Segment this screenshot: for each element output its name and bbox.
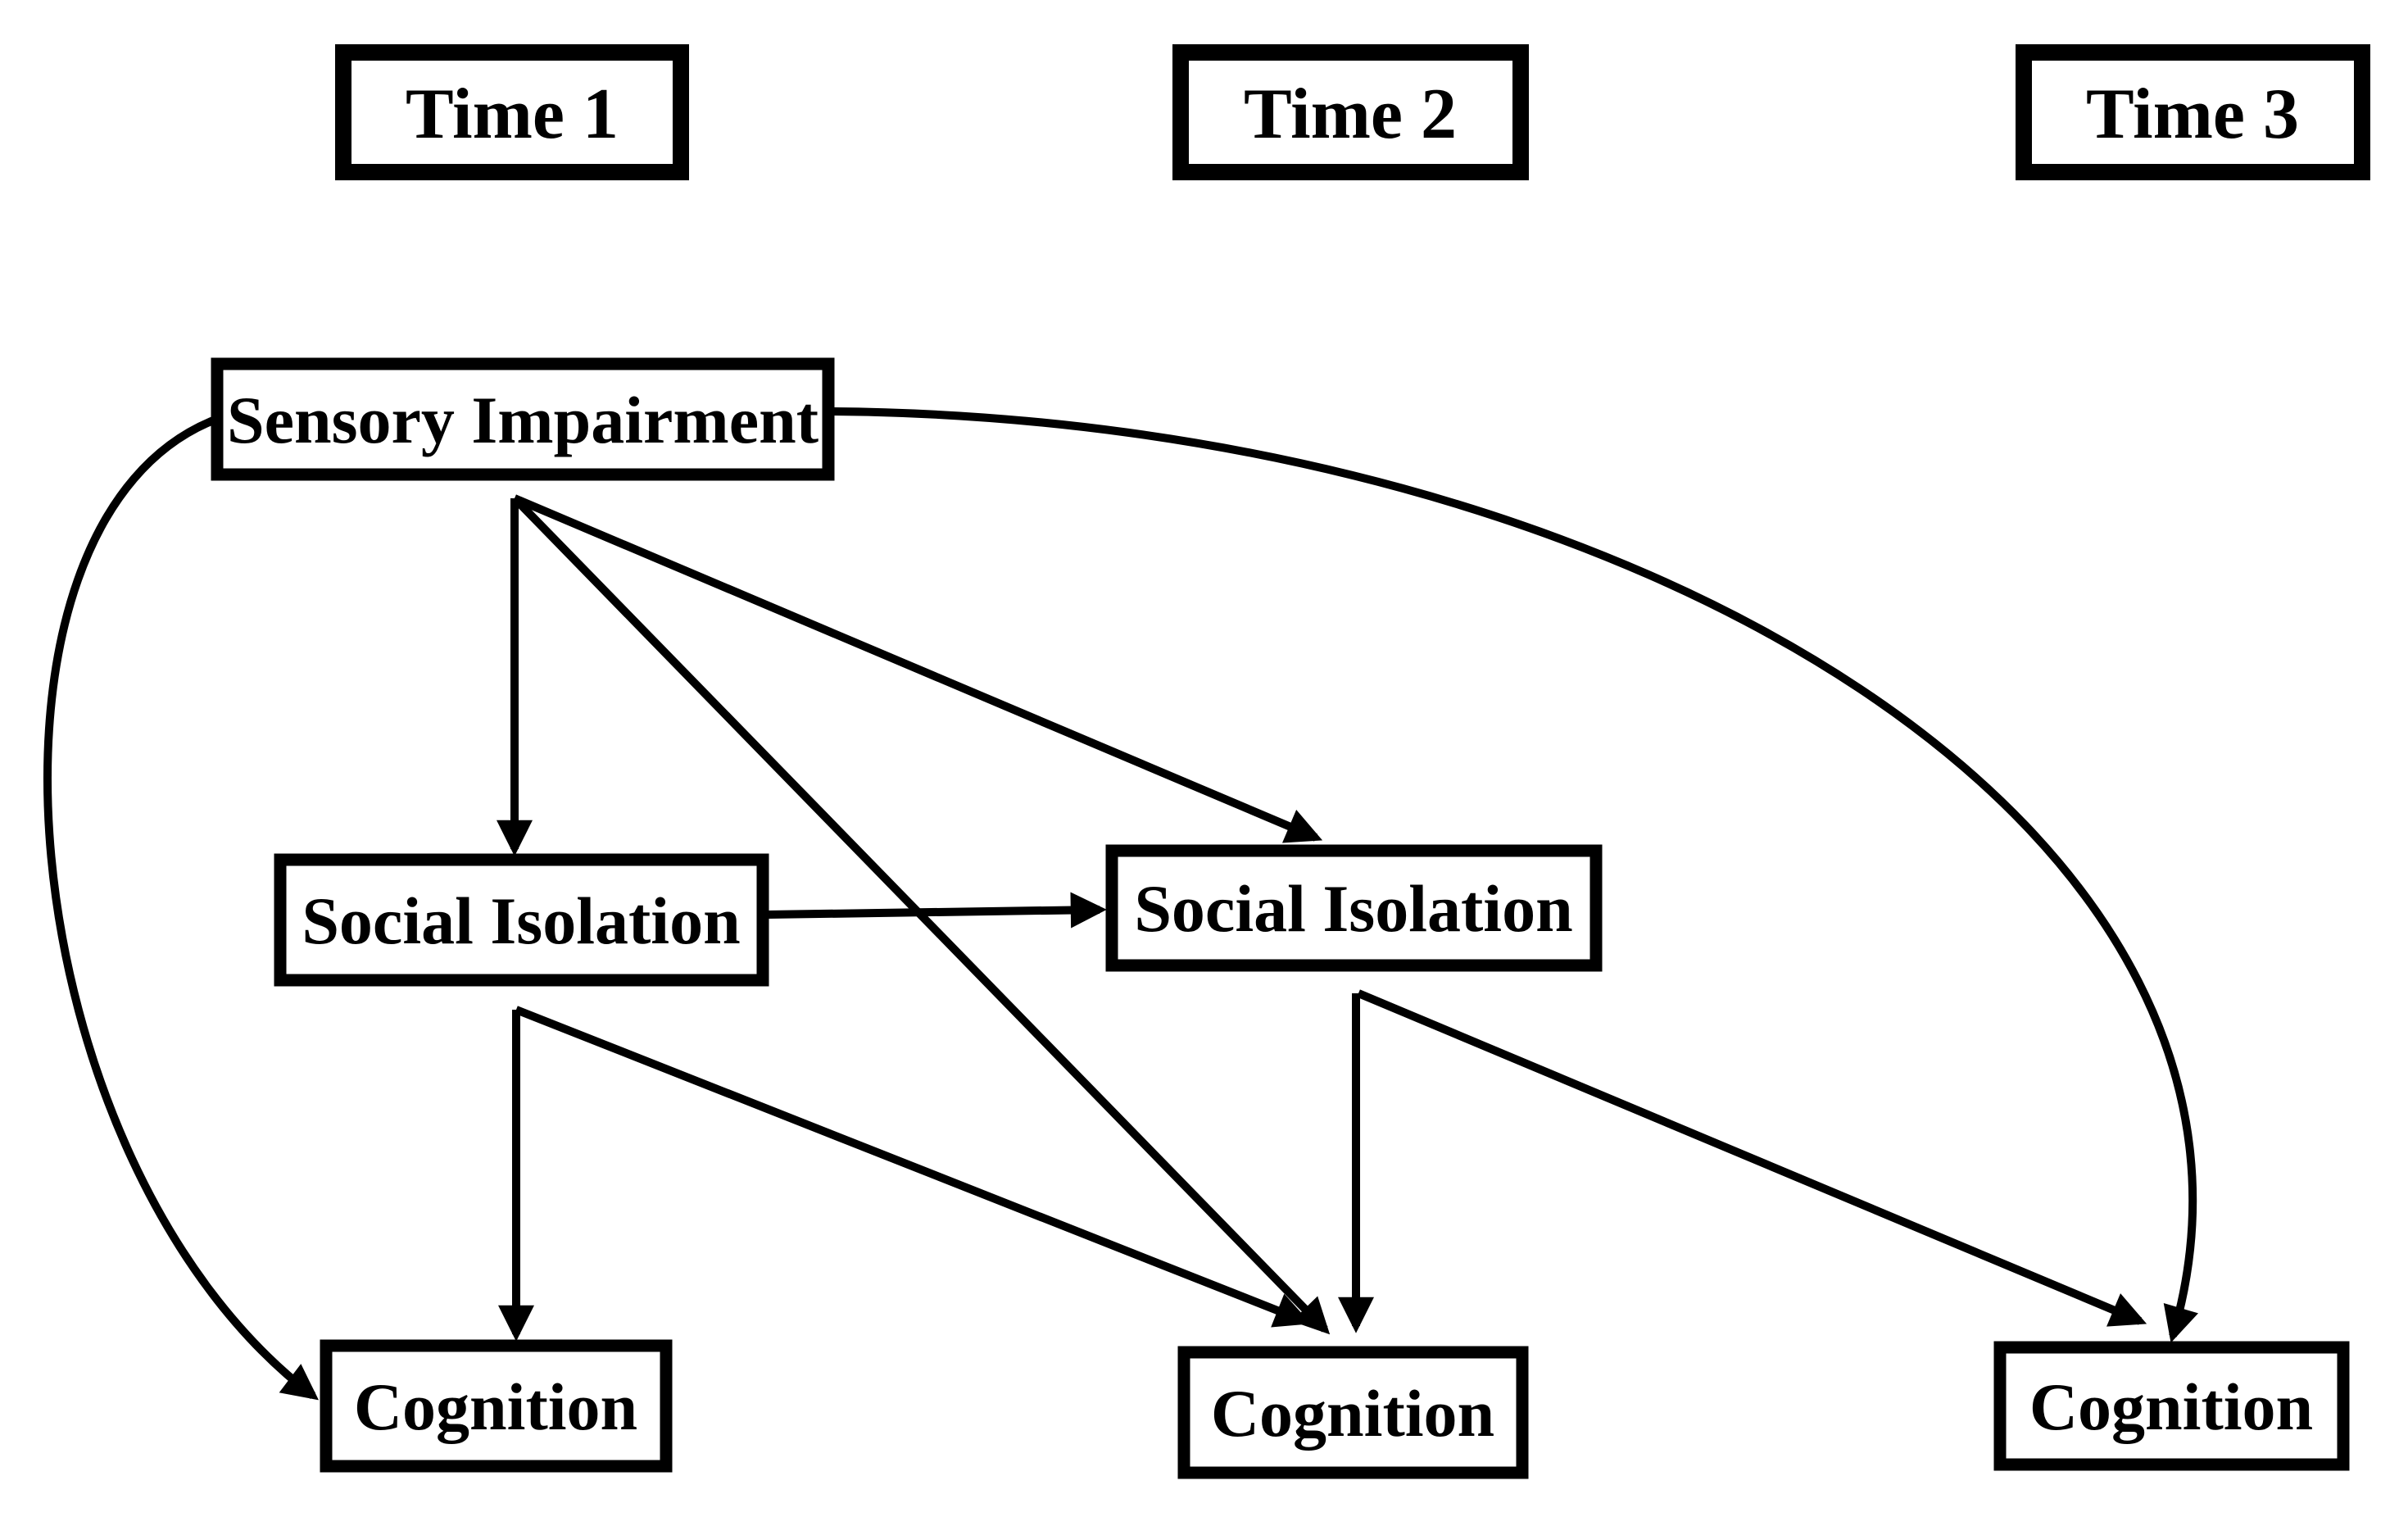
arrow-social-isolation-t1-to-social-isolation-t2	[766, 892, 1107, 929]
arrow-sensory-impairment-t1-to-cognition-t3	[832, 407, 2198, 1343]
cognition-t1-label: Cognition	[354, 1369, 637, 1444]
cognition-t2-label: Cognition	[1211, 1376, 1494, 1451]
time-header-time1: Time 1	[335, 44, 689, 180]
node-social-isolation-t1: Social Isolation	[274, 853, 769, 987]
time3-box	[2016, 44, 2370, 180]
arrow-sensory-impairment-t1-to-social-isolation-t2	[513, 494, 1323, 843]
cognition-t1-box	[320, 1339, 673, 1473]
node-cognition-t3: Cognition	[1993, 1341, 2350, 1471]
node-cognition-t2: Cognition	[1177, 1346, 1529, 1479]
cognition-t2-box	[1177, 1346, 1529, 1479]
arrow-social-isolation-t2-to-cognition-t3	[1357, 989, 2147, 1327]
time1-label: Time 1	[406, 75, 619, 154]
social-isolation-t1-label: Social Isolation	[302, 883, 740, 958]
cognition-t3-label: Cognition	[2029, 1369, 2313, 1444]
arrow-social-isolation-t1-to-cognition-t2	[515, 1006, 1312, 1328]
time3-label: Time 3	[2086, 75, 2299, 154]
time1-box	[335, 44, 689, 180]
node-sensory-impairment-t1: Sensory Impairment	[211, 357, 835, 481]
arrow-sensory-impairment-t1-to-cognition-t1	[43, 414, 319, 1401]
sensory-impairment-t1-label: Sensory Impairment	[227, 383, 819, 457]
social-isolation-t2-box	[1105, 844, 1603, 972]
social-isolation-t1-box	[274, 853, 769, 987]
node-social-isolation-t2: Social Isolation	[1105, 844, 1603, 972]
node-cognition-t1: Cognition	[320, 1339, 673, 1473]
time2-label: Time 2	[1244, 75, 1457, 154]
time-header-time2: Time 2	[1172, 44, 1529, 180]
cognition-t3-box	[1993, 1341, 2350, 1471]
time-header-time3: Time 3	[2016, 44, 2370, 180]
edges	[43, 407, 2198, 1401]
social-isolation-t2-label: Social Isolation	[1134, 871, 1572, 946]
time2-box	[1172, 44, 1529, 180]
sensory-impairment-t1-box	[211, 357, 835, 481]
